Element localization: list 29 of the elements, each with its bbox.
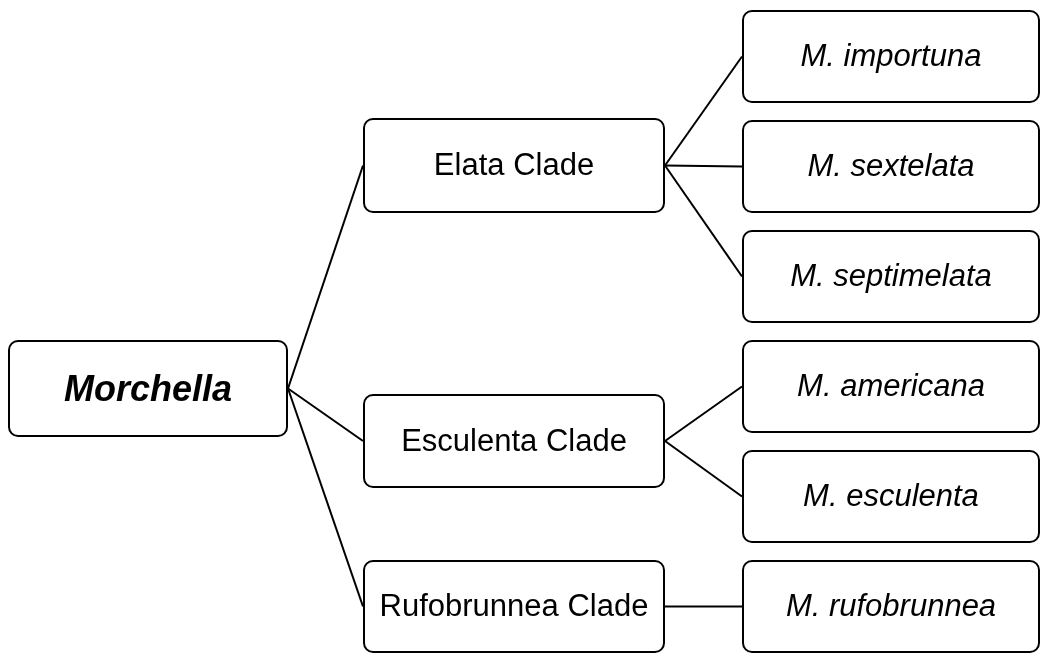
- connector-line: [664, 385, 743, 442]
- species-box: [742, 10, 1040, 103]
- species-box: [742, 230, 1040, 323]
- species-label: M. americana: [797, 370, 985, 403]
- species-label: M. septimelata: [790, 260, 992, 293]
- connector-line: [287, 387, 364, 442]
- species-box: [742, 340, 1040, 433]
- species-label: M. sextelata: [807, 150, 975, 183]
- species-box: [742, 450, 1040, 543]
- connector-line: [664, 164, 743, 168]
- clade-label: Elata Clade: [433, 149, 595, 182]
- species-label: M. rufobrunnea: [785, 590, 997, 623]
- clade-box: [363, 560, 665, 653]
- species-label: M. esculenta: [803, 480, 979, 513]
- root-box: [8, 340, 288, 437]
- connector-line: [664, 440, 743, 498]
- species-box: [742, 560, 1040, 653]
- connector-line: [287, 387, 364, 608]
- species-label: M. importuna: [800, 40, 982, 73]
- clade-box: [363, 394, 665, 488]
- connector-line: [664, 164, 743, 278]
- clade-box: [363, 118, 665, 213]
- genus-label: Morchella: [63, 369, 232, 408]
- connector-line: [287, 164, 364, 390]
- connector-line: [664, 605, 743, 608]
- clade-label: Rufobrunnea Clade: [379, 590, 649, 623]
- connector-line: [664, 55, 743, 167]
- clade-label: Esculenta Clade: [401, 424, 627, 458]
- species-box: [742, 120, 1040, 213]
